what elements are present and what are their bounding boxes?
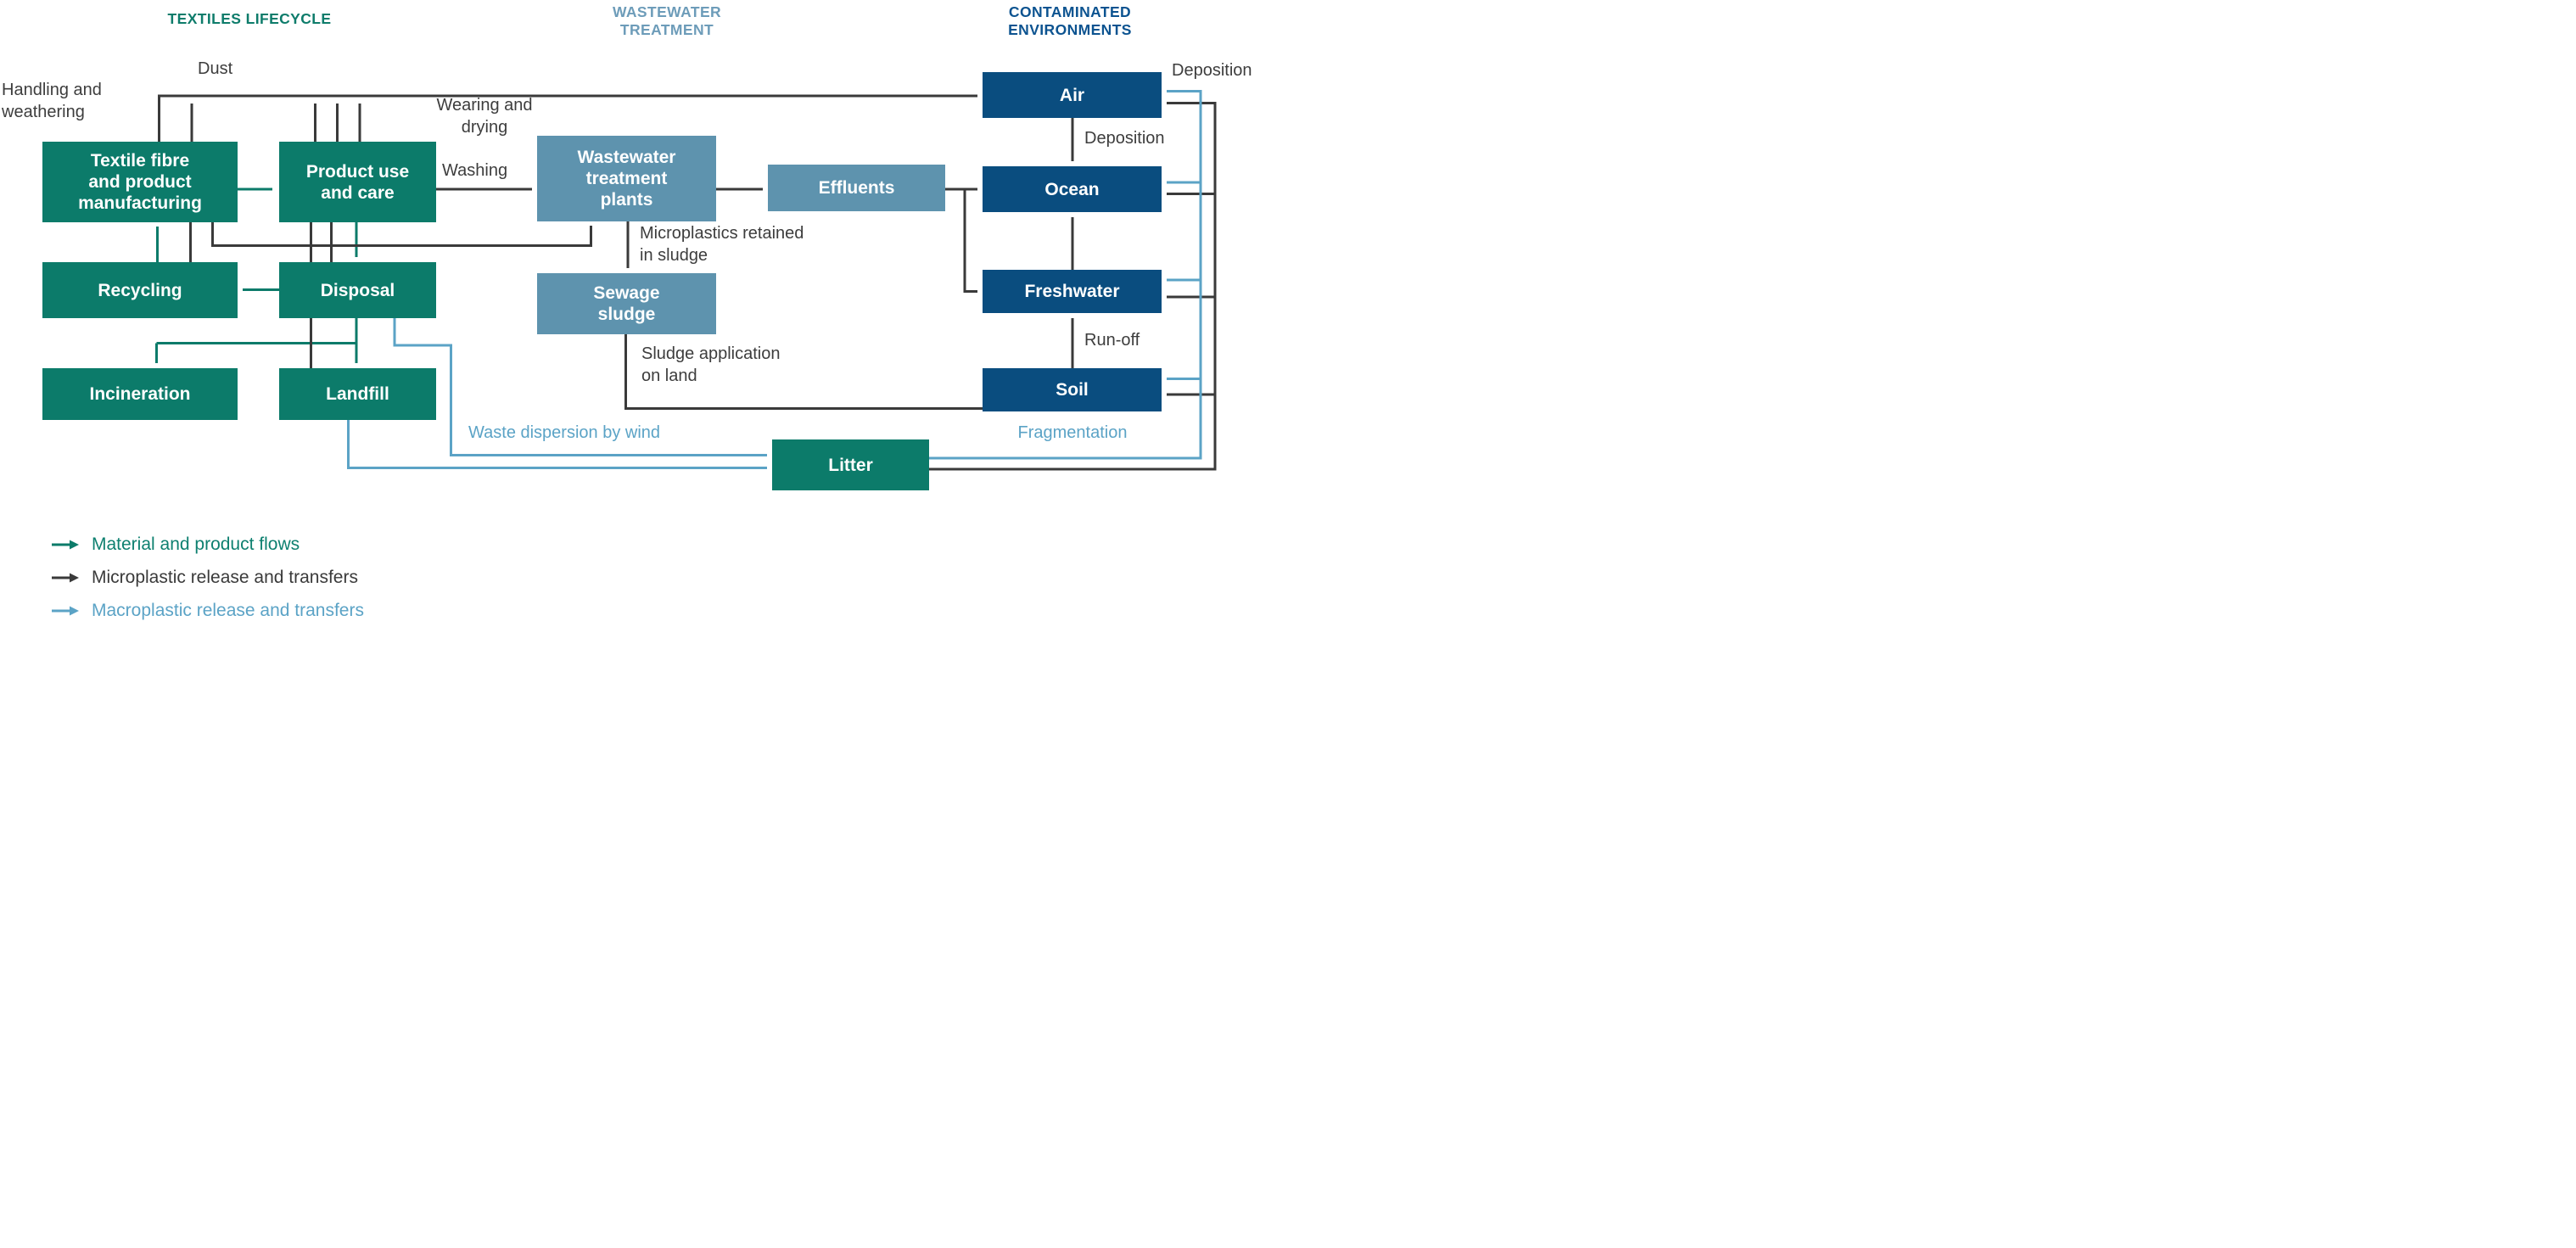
release-litter-return-to-air — [929, 102, 1217, 471]
node-incineration: Incineration — [42, 368, 238, 420]
node-soil: Soil — [983, 368, 1162, 411]
green-arrow-icon — [52, 540, 79, 549]
diagram-canvas: TEXTILES LIFECYCLE WASTEWATER TREATMENT … — [0, 0, 1288, 624]
node-recycling: Recycling — [42, 262, 238, 318]
legend-item-macroplastic: Macroplastic release and transfers — [51, 594, 364, 624]
flow-connectors — [155, 90, 1217, 471]
header-contaminated-environments: CONTAMINATED ENVIRONMENTS — [1008, 3, 1132, 38]
release-handling-dust-line-to-air — [158, 94, 977, 142]
label-fragmentation: Fragmentation — [1017, 423, 1128, 442]
label-deposition-air: Deposition — [1172, 61, 1252, 80]
macro-litter-fragmentation-to-air — [929, 90, 1202, 460]
label-runoff: Run-off — [1084, 331, 1140, 350]
label-deposition-ocean: Deposition — [1084, 129, 1165, 148]
release-manufacturing-to-wwtp — [211, 222, 592, 247]
node-disposal: Disposal — [279, 262, 436, 318]
header-textiles-lifecycle: TEXTILES LIFECYCLE — [167, 10, 332, 27]
release-sludge-application-to-soil — [624, 334, 983, 410]
label-waste-dispersion: Waste dispersion by wind — [468, 423, 661, 442]
legend-label: Material and product flows — [92, 534, 300, 554]
label-microplastics-retained: Microplastics retained in sludge — [640, 224, 804, 265]
node-product-use: Product use and care — [279, 142, 436, 222]
legend-item-material-flows: Material and product flows — [51, 528, 364, 561]
node-ocean: Ocean — [983, 166, 1162, 212]
node-manufacturing: Textile fibre and product manufacturing — [42, 142, 238, 222]
label-handling-weathering: Handling and weathering — [2, 81, 102, 121]
legend-item-microplastic: Microplastic release and transfers — [51, 561, 364, 594]
label-washing: Washing — [442, 161, 508, 180]
legend-label: Microplastic release and transfers — [92, 567, 358, 587]
legend-label: Macroplastic release and transfers — [92, 600, 364, 620]
node-sewage-sludge: Sewage sludge — [537, 273, 716, 334]
node-landfill: Landfill — [279, 368, 436, 420]
blue-arrow-icon — [52, 606, 79, 615]
node-air: Air — [983, 72, 1162, 118]
node-effluents: Effluents — [768, 165, 945, 211]
header-wastewater-treatment: WASTEWATER TREATMENT — [612, 3, 722, 38]
node-wwtp: Wastewater treatment plants — [537, 136, 716, 221]
label-sludge-application: Sludge application on land — [641, 344, 781, 385]
macro-landfill-to-litter — [347, 420, 767, 469]
label-wearing-drying: Wearing and drying — [436, 96, 533, 137]
release-effluents-to-freshwater — [963, 189, 977, 293]
black-arrow-icon — [52, 573, 79, 582]
macro-disposal-to-litter — [393, 318, 767, 456]
legend: Material and product flows Microplastic … — [51, 528, 364, 624]
node-litter: Litter — [772, 439, 929, 490]
label-dust: Dust — [198, 59, 233, 78]
node-freshwater: Freshwater — [983, 270, 1162, 313]
